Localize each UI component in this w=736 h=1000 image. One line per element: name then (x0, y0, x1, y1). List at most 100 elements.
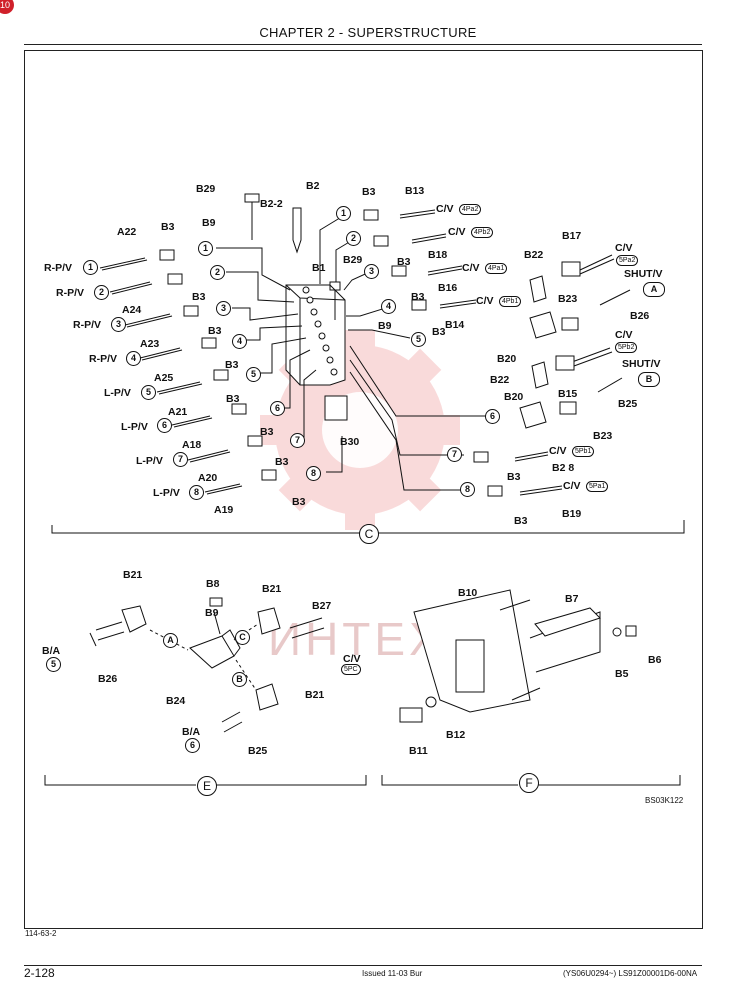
circle-number: 3 (216, 301, 231, 316)
circle-number: 5 (141, 385, 156, 400)
page-header: CHAPTER 2 - SUPERSTRUCTURE (259, 25, 477, 40)
label-a18: A18 (182, 439, 202, 451)
label-l-pv: L-P/V (104, 387, 131, 399)
port-letter-c: C (235, 630, 250, 645)
label-b23: B23 (558, 293, 578, 305)
figure-code: BS03K122 (645, 796, 684, 805)
label-cv: C/V (615, 329, 633, 341)
label-l-pv: L-P/V (136, 455, 163, 467)
label-cv: C/V (615, 242, 633, 254)
circle-number: 8 (189, 485, 204, 500)
label-b22: B22 (490, 374, 510, 386)
circle-number: 5 (46, 657, 61, 672)
label-b-a: B/A (182, 726, 201, 738)
port-pill: 5PC (341, 664, 361, 675)
label-b15: B15 (558, 388, 578, 400)
label-b12: B12 (446, 729, 466, 741)
label-l-pv: L-P/V (121, 421, 148, 433)
label-b24: B24 (166, 695, 186, 707)
label-b11: B11 (409, 745, 428, 757)
label-a21: A21 (168, 406, 188, 418)
label-b26: B26 (630, 310, 650, 322)
label-b8: B8 (206, 578, 220, 590)
issued-text: Issued 11-03 Bur (362, 969, 423, 978)
footer-rule (24, 965, 702, 966)
label-b25: B25 (618, 398, 638, 410)
port-pill: 4Pa2 (459, 204, 482, 215)
circle-number: 1 (336, 206, 351, 221)
label-b13: B13 (405, 185, 425, 197)
section-c-marker: C (359, 524, 379, 544)
circle-number: 6 (485, 409, 500, 424)
circle-number: 8 (460, 482, 475, 497)
port-pill: 4Pb1 (499, 296, 522, 307)
circle-number: 7 (290, 433, 305, 448)
label-r-pv: R-P/V (89, 353, 118, 365)
label-b18: B18 (428, 249, 448, 261)
circle-number: 8 (306, 466, 321, 481)
port-pill: 4Pa1 (485, 263, 508, 274)
circle-number: 2 (210, 265, 225, 280)
label-b3: B3 (411, 291, 425, 303)
port-pill: 5Pa1 (586, 481, 609, 492)
section-f-marker: F (519, 773, 539, 793)
label-b27: B27 (312, 600, 332, 612)
label-b21: B21 (305, 689, 325, 701)
circle-number: 6 (157, 418, 172, 433)
shut-letter-a: A (643, 282, 665, 297)
port-pill: 4Pb2 (471, 227, 494, 238)
circle-number: 2 (346, 231, 361, 246)
circle-number: 4 (126, 351, 141, 366)
label-b-a: B/A (42, 645, 61, 657)
label-b3: B3 (192, 291, 206, 303)
label-b22: B22 (524, 249, 544, 261)
label-b20: B20 (497, 353, 517, 365)
label-b3: B3 (507, 471, 521, 483)
label-r-pv: R-P/V (56, 287, 85, 299)
label-b14: B14 (445, 319, 465, 331)
label-r-pv: R-P/V (44, 262, 73, 274)
label-a19: A19 (214, 504, 234, 516)
label-b2-2: B2-2 (260, 198, 283, 210)
circle-number: 1 (83, 260, 98, 275)
label-b9: B9 (378, 320, 392, 332)
label-cv: C/V (549, 445, 567, 457)
label-a20: A20 (198, 472, 218, 484)
label-b3: B3 (275, 456, 289, 468)
label-b3: B3 (161, 221, 175, 233)
label-b29: B29 (196, 183, 216, 195)
port-letter-b: B (232, 672, 247, 687)
label-b3: B3 (225, 359, 239, 371)
label-b2: B2 (306, 180, 320, 192)
figure-frame (24, 50, 703, 929)
port-pill: 5Pa2 (616, 255, 639, 266)
label-b3: B3 (260, 426, 274, 438)
label-r-pv: R-P/V (73, 319, 102, 331)
label-b20: B20 (504, 391, 524, 403)
label-l-pv: L-P/V (153, 487, 180, 499)
port-pill: 5Pb1 (572, 446, 595, 457)
label-b3: B3 (362, 186, 376, 198)
label-b9: B9 (202, 217, 216, 229)
watermark: ИНТЕХ (268, 613, 444, 665)
circle-number: 4 (232, 334, 247, 349)
circle-number: 1 (198, 241, 213, 256)
label-cv: C/V (462, 262, 480, 274)
circle-number: 2 (94, 285, 109, 300)
page-number: 2-128 (24, 966, 55, 980)
label-b26: B26 (98, 673, 118, 685)
circle-number: 7 (173, 452, 188, 467)
label-b1: B1 (312, 262, 326, 274)
label-b23: B23 (593, 430, 613, 442)
header-rule (24, 44, 702, 45)
label-b7: B7 (565, 593, 579, 605)
label-b3: B3 (226, 393, 240, 405)
label-b3: B3 (514, 515, 528, 527)
label-a22: A22 (117, 226, 137, 238)
label-b29: B29 (343, 254, 363, 266)
document-code: (YS06U0294~) LS91Z00001D6-00NA (563, 969, 698, 978)
label-cv: C/V (436, 203, 454, 215)
label-cv: C/V (448, 226, 466, 238)
circle-number: 7 (447, 447, 462, 462)
